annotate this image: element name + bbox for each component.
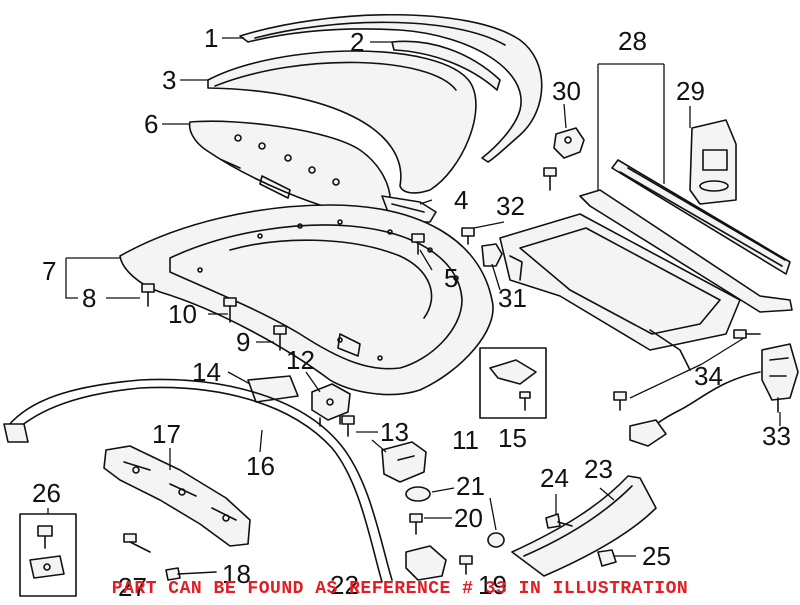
callout-18: 18 bbox=[222, 559, 251, 589]
part-26-detail-box bbox=[19, 513, 77, 597]
callout-34: 34 bbox=[694, 361, 723, 391]
callout-7: 7 bbox=[42, 256, 56, 286]
callout-22: 22 bbox=[330, 570, 359, 600]
part-32-bolts bbox=[461, 167, 557, 245]
part-16-seal bbox=[3, 378, 393, 583]
callout-3: 3 bbox=[162, 65, 176, 95]
callout-31: 31 bbox=[498, 283, 527, 313]
callout-11: 11 bbox=[452, 425, 479, 455]
callout-28: 28 bbox=[618, 26, 647, 56]
part-11-block bbox=[381, 441, 427, 483]
callout-8: 8 bbox=[82, 283, 96, 313]
callout-26: 26 bbox=[32, 478, 61, 508]
part-14-pad bbox=[247, 375, 299, 403]
part-19-bracket bbox=[405, 545, 473, 581]
part-33-latch bbox=[629, 343, 799, 447]
part-9-bolt bbox=[273, 325, 287, 351]
part-34-bolts bbox=[613, 329, 761, 411]
part-17-frame-rail bbox=[103, 445, 251, 547]
callout-12: 12 bbox=[286, 345, 315, 375]
part-23-rear-rail bbox=[511, 475, 657, 577]
callout-27: 27 bbox=[118, 572, 147, 602]
part-1-trim-strip bbox=[239, 13, 543, 163]
part-22-ring bbox=[487, 532, 505, 548]
part-13-bolt bbox=[341, 415, 355, 437]
callout-9: 9 bbox=[236, 327, 250, 357]
part-28-tray bbox=[499, 213, 741, 371]
part-24-bolt bbox=[545, 513, 573, 529]
part-25-clip bbox=[597, 549, 617, 567]
callout-13: 13 bbox=[380, 417, 409, 447]
part-28-rear-rail bbox=[579, 159, 793, 313]
part-21-cap bbox=[405, 486, 431, 502]
part-8-bolt bbox=[141, 283, 155, 307]
callout-1: 1 bbox=[204, 23, 218, 53]
part-12-bracket bbox=[311, 383, 351, 427]
callout-30: 30 bbox=[552, 76, 581, 106]
callout-21: 21 bbox=[456, 471, 485, 501]
callout-5: 5 bbox=[444, 263, 458, 293]
part-18-bolt bbox=[165, 567, 217, 581]
part-6-liner-panel bbox=[188, 120, 391, 218]
callout-25: 25 bbox=[642, 541, 671, 571]
callout-10: 10 bbox=[168, 299, 197, 329]
part-30-hinge bbox=[553, 127, 585, 159]
callout-33: 33 bbox=[762, 421, 791, 451]
callout-16: 16 bbox=[246, 451, 275, 481]
part-27-bolt bbox=[123, 533, 151, 553]
leader-lines bbox=[47, 37, 781, 557]
callout-20: 20 bbox=[454, 503, 483, 533]
part-2-inner-strip bbox=[391, 40, 501, 91]
callout-labels: 1 2 3 4 5 6 7 8 9 10 11 12 13 14 15 16 1… bbox=[32, 23, 791, 602]
part-3-roof-panel bbox=[207, 50, 477, 194]
callout-2: 2 bbox=[350, 27, 364, 57]
part-7-main-frame bbox=[119, 204, 494, 396]
callout-6: 6 bbox=[144, 109, 158, 139]
part-29-cover bbox=[689, 119, 737, 205]
callout-4: 4 bbox=[454, 185, 468, 215]
part-5-bolt bbox=[411, 233, 425, 255]
part-20-bolt bbox=[409, 513, 423, 535]
part-15-detail-box bbox=[479, 347, 547, 419]
callout-29: 29 bbox=[676, 76, 705, 106]
callout-17: 17 bbox=[152, 419, 181, 449]
footer-note: PART CAN BE FOUND AS REFERENCE # 33 IN I… bbox=[111, 579, 689, 599]
callout-15: 15 bbox=[498, 423, 527, 453]
part-31-clip bbox=[481, 243, 503, 267]
callout-14: 14 bbox=[192, 357, 221, 387]
callout-19: 19 bbox=[478, 570, 507, 600]
callout-24: 24 bbox=[540, 463, 569, 493]
callout-23: 23 bbox=[584, 454, 613, 484]
callout-32: 32 bbox=[496, 191, 525, 221]
part-10-bolt bbox=[223, 297, 237, 323]
